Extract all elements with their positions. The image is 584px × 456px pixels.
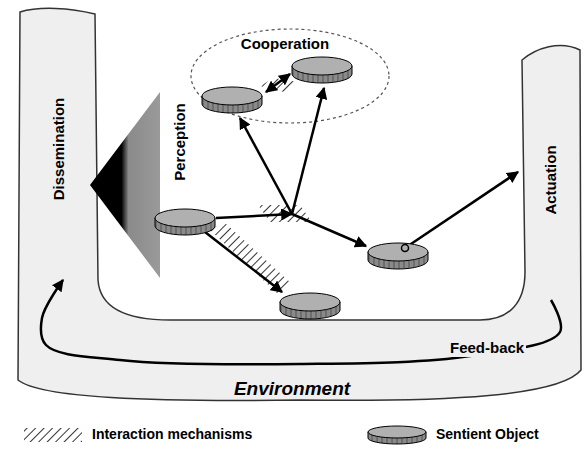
node-label: Dissemination — [51, 98, 68, 201]
sentient-object — [292, 57, 352, 83]
legend-label: Interaction mechanisms — [92, 424, 252, 444]
sentient-object — [155, 209, 215, 235]
sentient-object — [202, 87, 262, 113]
node-label: Actuation — [543, 145, 560, 214]
interaction-hatch — [260, 78, 298, 92]
legend-entry: Interaction mechanisms — [22, 424, 252, 444]
environment-outline — [18, 8, 581, 400]
sentient-object — [368, 243, 428, 269]
disk-swatch — [366, 424, 428, 446]
actuation-band: Actuation — [522, 60, 580, 300]
cooperation-outline — [191, 29, 389, 123]
node-label: Environment — [234, 379, 350, 400]
interaction-hatch — [210, 222, 292, 294]
perception-triangle: Perception — [88, 92, 200, 278]
dissemination-band: Dissemination — [28, 18, 90, 280]
sentient-object — [280, 293, 340, 319]
node-label: Cooperation — [241, 36, 329, 53]
node-label: Perception — [172, 103, 189, 181]
legend-entry: Sentient Object — [366, 424, 539, 444]
hatch-swatch — [22, 424, 84, 446]
edge-label: Feed-back — [448, 340, 526, 357]
actuation-port — [402, 245, 409, 252]
perception-cone — [90, 92, 160, 278]
feedback-loop — [41, 280, 561, 364]
legend-label: Sentient Object — [436, 424, 539, 444]
